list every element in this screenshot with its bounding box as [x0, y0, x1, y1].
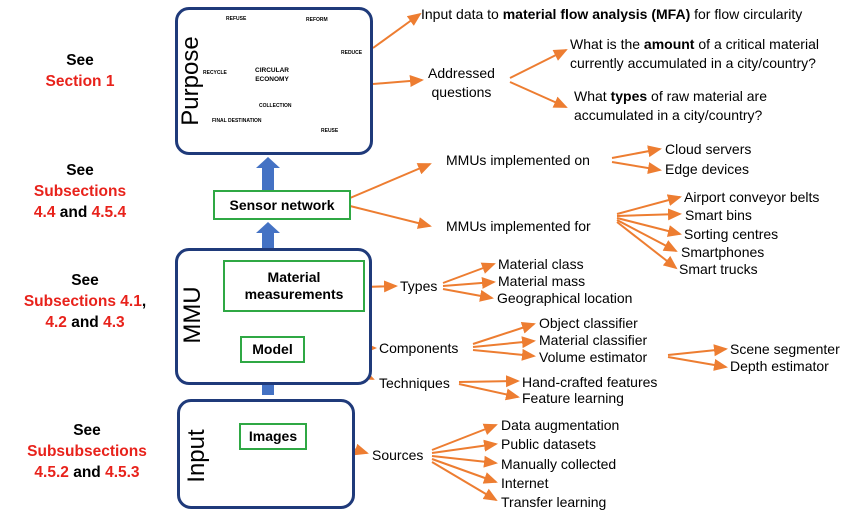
segment-label: FINAL DESTINATION — [212, 118, 262, 124]
see-note-input: See Subsubsections 4.5.2 and 4.5.3 — [17, 420, 157, 483]
purpose-box — [175, 7, 373, 155]
section-ref: 4.2 — [45, 314, 67, 331]
segment-label: REFORM — [306, 17, 328, 23]
see-note-sensor: See Subsections 4.4 and 4.5.4 — [20, 160, 140, 223]
volume-sub-item: Depth estimator — [730, 358, 829, 374]
technique-item: Hand-crafted features — [522, 374, 658, 390]
question-types: What types of raw material are accumulat… — [574, 88, 767, 123]
type-item: Material mass — [498, 273, 586, 289]
section-ref: 4.5.4 — [91, 204, 127, 221]
material-measurements-line2: measurements — [244, 286, 344, 302]
volume-sub-item: Scene segmenter — [730, 341, 840, 357]
see-word: See — [66, 52, 94, 69]
section-ref: 4.5.3 — [105, 464, 140, 481]
and-word: and — [68, 464, 106, 481]
component-item: Volume estimator — [539, 349, 648, 365]
source-item: Manually collected — [501, 456, 617, 472]
see-word: See — [73, 422, 101, 439]
material-measurements-box: Material measurements — [223, 260, 365, 312]
segment-label: COLLECTION — [259, 103, 292, 109]
for-item: Airport conveyor belts — [684, 189, 820, 205]
up-arrow-sensor-purpose — [256, 157, 280, 190]
for-item: Sorting centres — [684, 226, 779, 242]
segment-label: REUSE — [321, 128, 339, 134]
material-measurements-line1: Material — [267, 269, 321, 285]
implemented-on: MMUs implemented on — [446, 152, 590, 168]
component-item: Object classifier — [539, 315, 638, 331]
source-item: Internet — [501, 475, 549, 491]
source-item: Public datasets — [501, 436, 596, 452]
and-word: and — [66, 314, 104, 331]
for-item: Smartphones — [681, 244, 765, 260]
see-note-purpose: See Section 1 — [20, 50, 140, 92]
components-label: Components — [379, 340, 459, 356]
input-box — [177, 399, 355, 509]
see-word: See — [71, 272, 99, 289]
component-item: Material classifier — [539, 332, 648, 348]
section-ref: Subsections 4.1 — [23, 293, 142, 310]
question-amount: What is the amount of a critical materia… — [570, 36, 819, 71]
images-box: Images — [239, 423, 307, 450]
segment-label: REDUCE — [341, 50, 363, 56]
section-ref: 4.3 — [103, 314, 125, 331]
comma: , — [141, 293, 147, 310]
mfa-text: Input data to material flow analysis (MF… — [421, 6, 803, 22]
section-ref: 4.4 — [33, 204, 56, 221]
section-ref: Section 1 — [45, 73, 115, 90]
technique-item: Feature learning — [522, 390, 624, 406]
source-item: Data augmentation — [501, 417, 620, 433]
mmu-label: MMU — [179, 286, 206, 344]
on-item: Edge devices — [665, 161, 750, 177]
source-item: Transfer learning — [501, 494, 607, 510]
techniques-label: Techniques — [379, 375, 450, 391]
images-text: Images — [248, 428, 298, 444]
for-item: Smart bins — [685, 207, 752, 223]
and-word: and — [55, 204, 92, 221]
segment-label: REFUSE — [226, 16, 247, 22]
on-item: Cloud servers — [665, 141, 752, 157]
model-text: Model — [252, 341, 293, 357]
section-ref: Subsubsections — [27, 443, 147, 460]
see-note-mmu: See Subsections 4.1, 4.2 and 4.3 — [20, 270, 150, 333]
sources-label: Sources — [372, 447, 424, 463]
section-ref: Subsections — [33, 183, 127, 200]
model-box: Model — [240, 336, 305, 363]
sensor-network-box: Sensor network — [213, 190, 351, 220]
types-label: Types — [400, 278, 438, 294]
implemented-for: MMUs implemented for — [446, 218, 591, 234]
purpose-label: Purpose — [177, 36, 204, 126]
section-ref: 4.5.2 — [34, 464, 69, 481]
sensor-network-text: Sensor network — [229, 196, 335, 213]
for-item: Smart trucks — [679, 261, 758, 277]
type-item: Geographical location — [497, 290, 633, 306]
type-item: Material class — [498, 256, 584, 272]
input-label: Input — [183, 429, 210, 483]
segment-label: RECYCLE — [203, 70, 227, 76]
up-arrow-mmu-sensor — [256, 222, 280, 248]
see-word: See — [66, 162, 94, 179]
